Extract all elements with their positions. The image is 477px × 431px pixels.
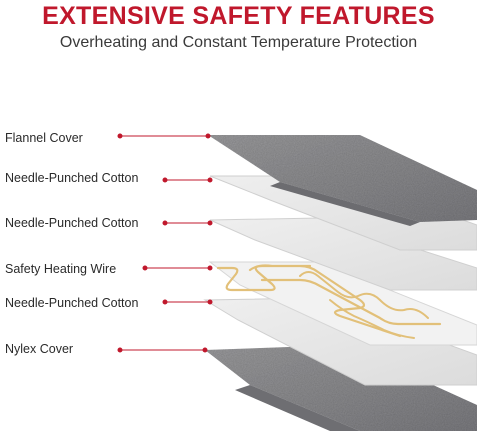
heating-wire	[216, 264, 442, 338]
heating-wire-loops	[299, 271, 429, 339]
label-needle-punched-cotton-2: Needle-Punched Cotton	[5, 216, 139, 230]
leader-dot-5-start	[162, 299, 168, 305]
leader-dot-2-start	[162, 177, 168, 183]
leader-dot-5-end	[207, 299, 213, 305]
leader-dot-6-end	[202, 347, 208, 353]
label-nylex-cover: Nylex Cover	[5, 342, 74, 356]
label-needle-punched-cotton-3: Needle-Punched Cotton	[5, 296, 139, 310]
leader-dot-1-end	[205, 133, 211, 139]
label-flannel-cover: Flannel Cover	[5, 131, 83, 145]
layer-nylex-edge	[235, 385, 360, 431]
leader-lines	[117, 133, 213, 353]
layer-nylex-cover	[205, 345, 477, 431]
leader-dot-4-end	[207, 265, 213, 271]
title: EXTENSIVE SAFETY FEATURES	[42, 2, 435, 30]
leader-dot-1-start	[117, 133, 123, 139]
leader-dot-4-start	[142, 265, 148, 271]
leader-dot-3-start	[162, 220, 168, 226]
layer-flannel-edge	[270, 182, 420, 226]
leader-dot-2-end	[207, 177, 213, 183]
leader-dot-6-start	[117, 347, 123, 353]
label-needle-punched-cotton-1: Needle-Punched Cotton	[5, 171, 139, 185]
label-safety-heating-wire: Safety Heating Wire	[5, 262, 117, 276]
subtitle: Overheating and Constant Temperature Pro…	[59, 34, 418, 51]
layer-flannel-cover	[208, 135, 477, 222]
leader-dot-3-end	[207, 220, 213, 226]
